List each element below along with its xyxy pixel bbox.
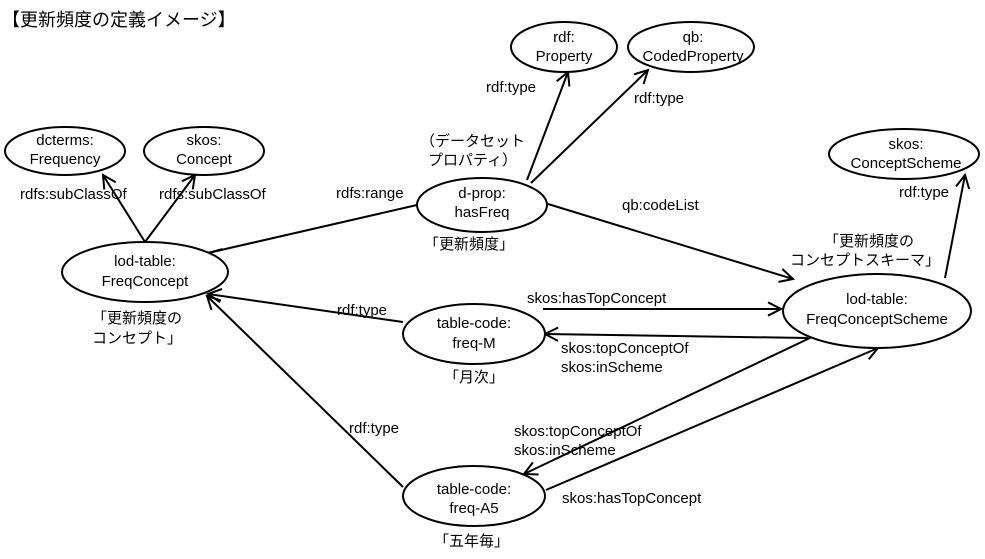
label-freqconcept-subclass-concept: rdfs:subClassOf bbox=[159, 186, 267, 203]
label-freqm-inscheme: skos:inScheme bbox=[561, 359, 663, 376]
node-skos-conceptscheme: skos: ConceptScheme bbox=[828, 128, 980, 180]
edge-freqconcept-subclass-concept bbox=[144, 174, 196, 243]
label-freqa5-type: rdf:type bbox=[349, 420, 399, 437]
node-skos-concept: skos: Concept bbox=[143, 126, 265, 176]
annotation-freqa5-jp: 「五年毎」 bbox=[434, 533, 509, 550]
edge-hasfreq-codelist bbox=[547, 203, 794, 280]
svg-text:freq-M: freq-M bbox=[452, 335, 495, 352]
svg-text:skos:: skos: bbox=[186, 132, 221, 149]
annotation-data-set-property: （データセット bbox=[420, 132, 525, 150]
svg-text:freq-A5: freq-A5 bbox=[449, 500, 498, 517]
node-d-prop-hasfreq: d-prop: hasFreq bbox=[416, 177, 548, 233]
edge-scheme-type bbox=[944, 174, 966, 279]
label-hasfreq-type-property: rdf:type bbox=[486, 79, 536, 96]
svg-text:skos:: skos: bbox=[888, 136, 923, 153]
svg-text:Frequency: Frequency bbox=[30, 151, 101, 168]
svg-text:lod-table:: lod-table: bbox=[846, 291, 908, 308]
svg-text:lod-table:: lod-table: bbox=[114, 253, 176, 270]
svg-text:hasFreq: hasFreq bbox=[454, 204, 509, 221]
node-lod-table-freqconcept: lod-table: FreqConcept bbox=[61, 241, 229, 303]
node-qb-codedproperty: qb: CodedProperty bbox=[627, 21, 755, 73]
edge-freqa5-topconceptof bbox=[523, 336, 813, 475]
diagram-title: 【更新頻度の定義イメージ】 bbox=[2, 10, 236, 30]
edge-freqm-type bbox=[207, 293, 404, 323]
svg-text:ConceptScheme: ConceptScheme bbox=[851, 155, 962, 172]
arrowhead bbox=[955, 172, 971, 190]
svg-text:table-code:: table-code: bbox=[437, 481, 511, 498]
edge-scheme-hastopconcept-a5 bbox=[545, 347, 879, 491]
arrowhead bbox=[101, 173, 117, 190]
node-dcterms-frequency: dcterms: Frequency bbox=[4, 126, 126, 176]
annotation-hasfreq-jp: 「更新頻度」 bbox=[424, 236, 514, 253]
node-rdf-property: rdf: Property bbox=[510, 21, 618, 73]
node-lod-table-freqconceptscheme: lod-table: FreqConceptScheme bbox=[782, 273, 972, 349]
label-hasfreq-type-codedproperty: rdf:type bbox=[634, 90, 684, 107]
label-freqconcept-subclass-frequency: rdfs:subClassOf bbox=[20, 186, 128, 203]
label-hasfreq-codelist: qb:codeList bbox=[622, 197, 700, 214]
annotation-freqconcept-jp-2: コンセプト」 bbox=[92, 330, 182, 347]
arrowhead bbox=[778, 268, 796, 283]
label-scheme-hastopconcept-a5: skos:hasTopConcept bbox=[562, 490, 702, 507]
annotation-freqconcept-jp: 「更新頻度の bbox=[92, 310, 182, 327]
svg-text:FreqConcept: FreqConcept bbox=[102, 273, 190, 290]
edge-freqconcept-subclass-frequency bbox=[102, 174, 146, 243]
svg-text:CodedProperty: CodedProperty bbox=[643, 48, 744, 65]
label-freqa5-inscheme: skos:inScheme bbox=[514, 442, 616, 459]
svg-text:qb:: qb: bbox=[683, 29, 704, 46]
label-scheme-hastopconcept-m: skos:hasTopConcept bbox=[527, 290, 667, 307]
svg-text:table-code:: table-code: bbox=[437, 315, 511, 332]
arrowhead bbox=[767, 301, 784, 317]
label-freqa5-topconceptof: skos:topConceptOf bbox=[514, 423, 642, 440]
svg-text:FreqConceptScheme: FreqConceptScheme bbox=[806, 311, 948, 328]
label-freqm-topconceptof: skos:topConceptOf bbox=[561, 340, 689, 357]
svg-text:d-prop:: d-prop: bbox=[458, 185, 506, 202]
svg-text:Concept: Concept bbox=[176, 151, 233, 168]
annotation-scheme-jp-2: コンセプトスキーマ」 bbox=[790, 252, 940, 269]
annotation-data-set-property-2: プロパティ） bbox=[428, 152, 517, 169]
annotation-freqm-jp: 「月次」 bbox=[444, 369, 504, 386]
label-hasfreq-range: rdfs:range bbox=[336, 185, 404, 202]
arrowhead bbox=[633, 68, 650, 85]
node-table-code-freq-a5: table-code: freq-A5 bbox=[402, 465, 546, 527]
svg-text:rdf:: rdf: bbox=[553, 29, 575, 46]
edge-hasfreq-type-codedproperty bbox=[530, 69, 649, 184]
node-table-code-freq-m: table-code: freq-M bbox=[402, 303, 546, 365]
edge-freqa5-type bbox=[206, 295, 404, 488]
edge-freqm-topconceptof bbox=[544, 333, 809, 339]
arrowhead bbox=[205, 294, 222, 311]
edge-hasfreq-range bbox=[207, 204, 418, 254]
annotation-scheme-jp: 「更新頻度の bbox=[824, 233, 914, 250]
label-scheme-type: rdf:type bbox=[899, 184, 949, 201]
edge-hasfreq-type-property bbox=[526, 71, 569, 181]
svg-text:dcterms:: dcterms: bbox=[36, 132, 94, 149]
svg-text:Property: Property bbox=[536, 48, 593, 65]
label-freqm-type: rdf:type bbox=[337, 302, 387, 319]
